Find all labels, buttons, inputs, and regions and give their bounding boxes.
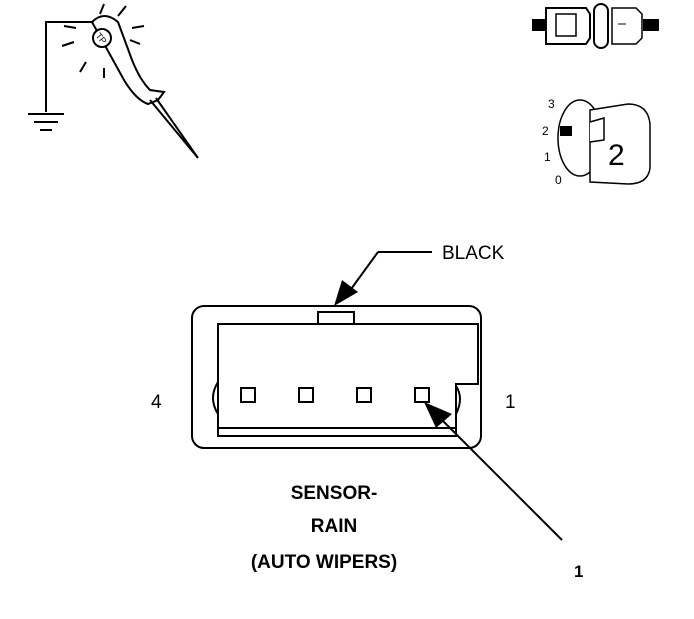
ignition-position-3: 3 [548,97,555,111]
test-light-icon [28,3,199,159]
pin-callout-leader [435,413,563,541]
ignition-key-icon [557,99,651,185]
color-callout-leader [345,251,432,297]
ignition-position-0: 0 [555,173,562,187]
pin-callout-arrowhead [424,402,452,428]
connector-color-label: BLACK [442,243,505,264]
pin-cavity-1 [414,387,430,403]
pin-callout-number: 1 [574,562,583,581]
connector-left-latch [212,381,219,415]
pin-cavity-3 [298,387,314,403]
pin-cavities [240,387,430,403]
pin-label-left: 4 [151,392,162,413]
ground-icon [28,113,64,131]
connector-face [191,305,482,449]
connector-title-line3: (AUTO WIPERS) [251,552,397,573]
connector-right-latch [455,385,461,415]
connector-title-line2: RAIN [311,516,357,537]
connector-title-line1: SENSOR- [291,483,378,504]
ignition-key-label: 2 [608,139,625,172]
pin-cavity-2 [356,387,372,403]
ignition-position-2: 2 [542,124,549,138]
ignition-position-1: 1 [544,150,551,164]
pin-cavity-4 [240,387,256,403]
color-callout-arrowhead [334,280,358,306]
connector-inner-housing [217,323,479,437]
disconnect-connector-icon [532,3,659,49]
pin-label-right: 1 [505,392,516,413]
connector-lock-tab [317,311,355,325]
